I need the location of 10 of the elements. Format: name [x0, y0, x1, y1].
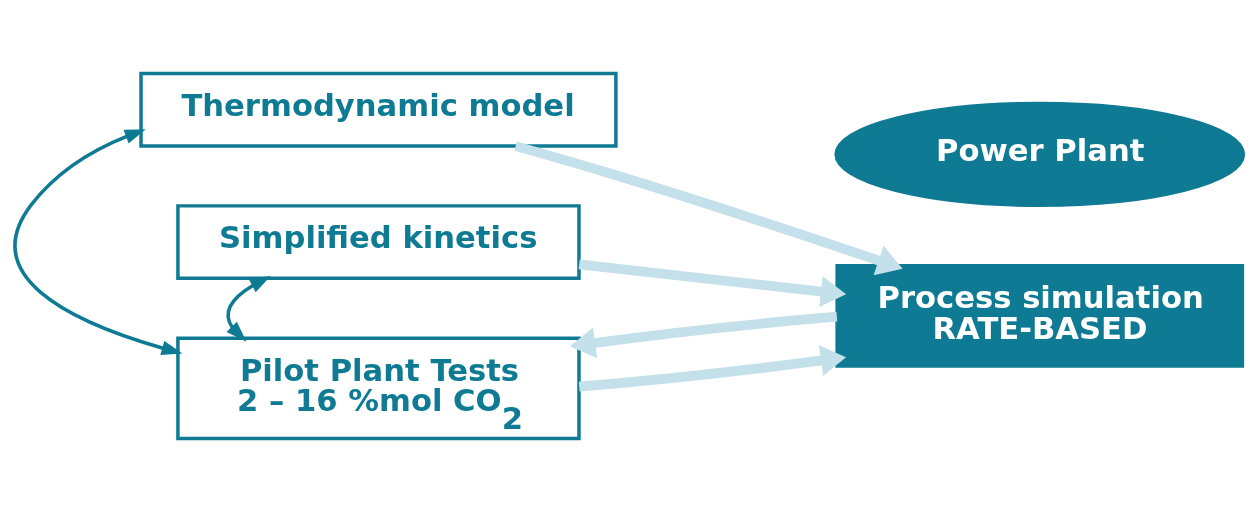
- arrow: [578, 344, 847, 392]
- arrow: [226, 275, 271, 342]
- node-box: Thermodynamic model: [139, 71, 618, 148]
- arrow: [578, 259, 847, 307]
- node-ellipse: Power Plant: [834, 101, 1246, 207]
- node-box: Process simulation RATE-BASED: [835, 263, 1245, 368]
- arrow: [514, 140, 903, 275]
- arrow: [13, 128, 183, 355]
- arrow: [569, 311, 838, 358]
- node-box: Simplified kinetics: [176, 203, 581, 280]
